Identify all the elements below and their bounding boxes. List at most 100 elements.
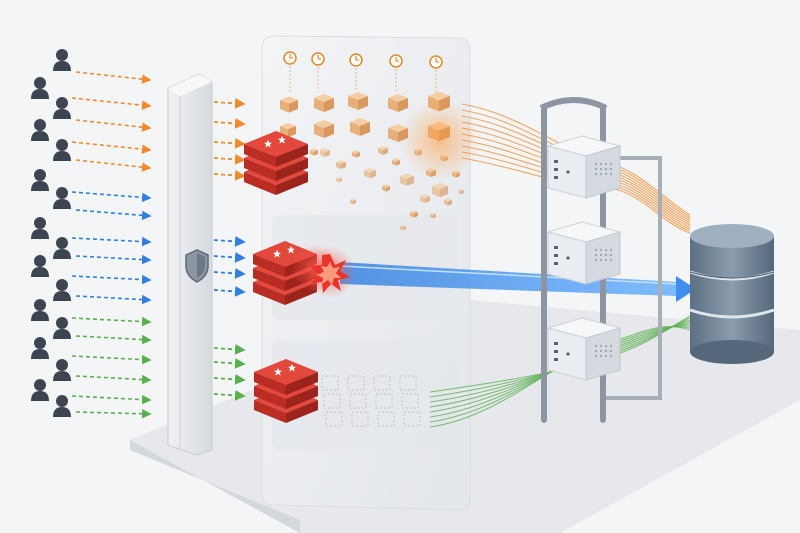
request-arrow [213,98,246,109]
request-arrow [75,408,152,419]
request-arrow [71,236,152,247]
user-icon [53,279,71,301]
user-icon [31,119,49,141]
user-icon [53,317,71,339]
cube-icon [310,148,318,156]
empty-slot [351,411,369,427]
cube-icon [336,160,346,169]
request-arrow [71,354,152,365]
request-arrow [71,316,152,327]
cube-icon [336,176,342,183]
user-icon [53,97,71,119]
cube-icon [430,212,436,219]
request-arrow [213,344,246,355]
empty-slot [401,393,419,409]
cube-icon [420,194,430,203]
user-icon [31,299,49,321]
server-icon [546,135,622,199]
clock-icon [349,53,363,92]
clock-icon [283,51,297,92]
request-arrow [213,138,246,149]
request-arrow [213,268,246,279]
cube-icon [280,96,298,113]
request-arrow [213,170,246,181]
server-icon [546,317,622,381]
user-icon [31,217,49,239]
cube-icon [400,173,414,186]
request-arrow [75,294,152,305]
request-arrow [213,236,246,247]
cube-icon [432,182,448,198]
user-icon [53,187,71,209]
user-icon [53,395,71,417]
cube-icon [350,118,370,136]
clock-icon [429,55,443,92]
request-arrow [71,274,152,285]
cube-icon [382,184,390,192]
request-arrow [75,119,152,132]
cube-icon [388,94,408,112]
server-icon [546,221,622,285]
cache-stack-icon [244,131,308,195]
request-arrow [75,254,152,265]
empty-slot [325,411,343,427]
user-icon [31,379,49,401]
cube-icon [348,92,368,110]
user-group [31,49,71,417]
cube-icon [410,210,418,218]
request-arrow [213,374,246,385]
empty-slot [377,411,395,427]
empty-slot [323,393,341,409]
incoming-requests [71,71,152,419]
request-arrow [71,191,152,203]
cube-icon [400,224,406,231]
hot-key-beam [339,262,696,302]
cube-icon [320,148,330,157]
request-arrow [75,209,152,221]
user-icon [31,337,49,359]
cube-icon [350,198,356,205]
empty-slot [375,393,393,409]
request-arrow [75,159,152,172]
empty-cache-slots [321,375,421,427]
user-icon [53,237,71,259]
request-arrow [75,334,152,345]
request-arrow [75,374,152,385]
request-arrow [213,118,246,129]
expiry-timers [283,51,443,92]
empty-slot [403,411,421,427]
user-icon [53,49,71,71]
cache-stack-icon [254,359,318,423]
server-rack [539,97,662,423]
cube-icon [392,158,400,166]
clock-icon [389,54,403,92]
avalanche-glow [400,100,480,180]
request-arrow [71,394,152,405]
request-arrow [75,71,152,84]
user-icon [31,255,49,277]
user-icon [53,139,71,161]
cube-icon [314,120,334,138]
cube-icon [444,198,452,206]
request-arrow [71,141,152,154]
cube-icon [458,188,464,195]
request-arrow [213,358,246,369]
cube-icon [314,94,334,112]
empty-slot [373,375,391,391]
floor-platform-edge [130,440,300,533]
user-icon [31,169,49,191]
clock-icon [311,52,325,92]
cube-icon [280,122,296,138]
request-arrow [213,390,246,401]
explosion-icon [304,246,356,298]
request-arrow [213,154,246,165]
cube-icon [364,167,376,179]
cube-icon [378,146,388,155]
empty-slot [347,375,365,391]
user-icon [53,359,71,381]
request-arrow [71,97,152,110]
request-arrow [213,252,246,263]
firewall-pass-requests [213,98,246,401]
